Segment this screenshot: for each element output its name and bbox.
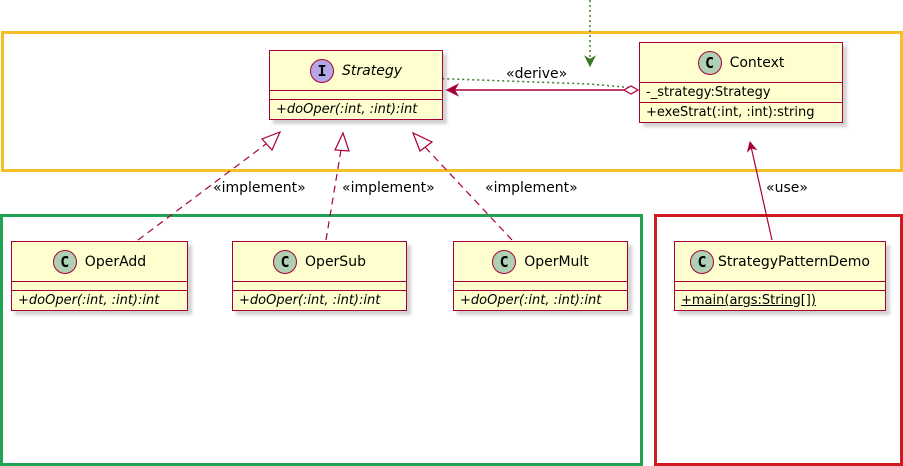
- package-operations: [0, 214, 643, 466]
- use-link: [746, 140, 773, 241]
- class-strategy[interactable]: I Strategy +doOper(:int, :int):int: [269, 50, 443, 120]
- implement-link-sub: [325, 149, 342, 241]
- class-oper-add[interactable]: C OperAdd +doOper(:int, :int):int: [11, 241, 188, 311]
- class-name: OperMult: [524, 253, 589, 270]
- class-strategy-pattern-demo[interactable]: C StrategyPatternDemo +main(args:String[…: [674, 241, 886, 311]
- class-context[interactable]: C Context -_strategy:Strategy +exeStrat(…: [639, 42, 843, 123]
- class-header: C StrategyPatternDemo: [675, 242, 885, 282]
- attributes-section: [12, 282, 187, 291]
- package-demo: [654, 214, 903, 466]
- method-item: +doOper(:int, :int):int: [239, 293, 381, 308]
- method-item: +doOper(:int, :int):int: [276, 102, 418, 117]
- class-name: OperAdd: [84, 253, 147, 270]
- method-item: +main(args:String[]): [681, 293, 816, 308]
- package-strategy: [1, 31, 903, 172]
- class-icon: C: [492, 249, 517, 274]
- implement-triangle-mult: [411, 131, 434, 152]
- class-name: StrategyPatternDemo: [718, 253, 870, 270]
- use-label: «use»: [766, 180, 808, 196]
- class-icon: C: [52, 249, 77, 274]
- method-item: +doOper(:int, :int):int: [18, 293, 160, 308]
- attributes-section: [675, 282, 885, 291]
- class-name: Context: [729, 54, 785, 71]
- class-header: C OperSub: [233, 242, 406, 282]
- class-icon: C: [690, 249, 715, 274]
- implement-triangle-sub: [334, 131, 350, 152]
- class-header: C Context: [640, 43, 842, 83]
- attributes-section: [233, 282, 406, 291]
- implement-triangle-add: [260, 130, 282, 152]
- implement-label-add: «implement»: [213, 180, 306, 196]
- derive-label: «derive»: [506, 66, 568, 82]
- class-icon: C: [697, 50, 722, 75]
- interface-icon: I: [310, 58, 334, 83]
- class-name: OperSub: [305, 253, 366, 270]
- implement-link-add: [137, 140, 271, 241]
- class-icon: C: [273, 249, 298, 274]
- implement-label-sub: «implement»: [342, 180, 435, 196]
- aggregation-diamond: [622, 85, 640, 95]
- method-item: +doOper(:int, :int):int: [460, 293, 602, 308]
- class-oper-sub[interactable]: C OperSub +doOper(:int, :int):int: [232, 241, 407, 311]
- class-header: C OperAdd: [12, 242, 187, 282]
- implement-label-mult: «implement»: [485, 180, 578, 196]
- method-item: +exeStrat(:int, :int):string: [646, 105, 815, 120]
- class-header: I Strategy: [270, 51, 442, 91]
- attribute-item: -_strategy:Strategy: [640, 83, 842, 103]
- attributes-section: [454, 282, 627, 291]
- class-name: Strategy: [342, 62, 402, 79]
- attributes-section: [270, 91, 442, 100]
- class-header: C OperMult: [454, 242, 627, 282]
- class-oper-mult[interactable]: C OperMult +doOper(:int, :int):int: [453, 241, 628, 311]
- implement-link-mult: [424, 146, 513, 241]
